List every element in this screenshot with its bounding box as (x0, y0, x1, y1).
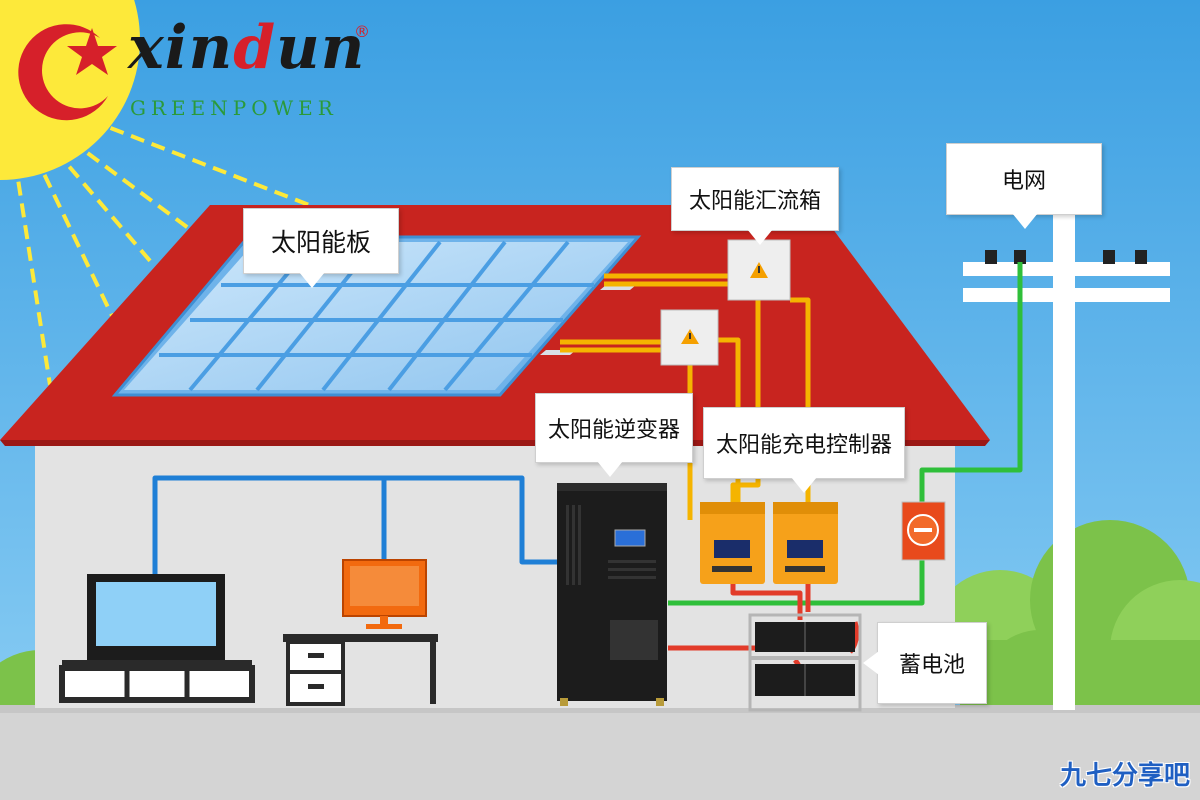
label-inverter-text: 太阳能逆变器 (547, 418, 680, 443)
label-battery-text: 蓄电池 (898, 653, 965, 678)
label-combiner-box-text: 太阳能汇流箱 (688, 189, 821, 214)
inverter-cabinet (557, 483, 667, 706)
battery-bank (748, 613, 862, 712)
label-grid: 电网 (946, 143, 1102, 215)
label-combiner-box: 太阳能汇流箱 (671, 167, 839, 231)
grid-wiring (668, 262, 1023, 606)
label-grid-text: 电网 (1001, 169, 1046, 194)
registered-mark: ® (354, 22, 370, 41)
brand-name-accent: d (233, 13, 277, 83)
ac-wiring (152, 475, 557, 575)
charge-controller-left (700, 502, 765, 584)
label-solar-panel: 太阳能板 (243, 208, 399, 274)
charge-controller-right (773, 502, 838, 584)
television (59, 574, 255, 703)
combiner-box-lower (660, 309, 719, 366)
ground (0, 705, 1200, 800)
computer-desk (283, 559, 438, 706)
combiner-box-upper (727, 239, 791, 301)
label-inverter: 太阳能逆变器 (535, 393, 693, 463)
solar-panel (111, 235, 642, 397)
label-battery: 蓄电池 (877, 622, 987, 704)
brand-name: xindun (128, 13, 366, 83)
utility-pole (963, 215, 1170, 710)
electric-meter (901, 501, 946, 561)
watermark: 九七分享吧 (1059, 761, 1190, 791)
label-charge-controller: 太阳能充电控制器 (703, 407, 905, 479)
label-charge-controller-text: 太阳能充电控制器 (715, 433, 892, 458)
brand-tagline: GREENPOWER (130, 96, 338, 120)
brand-logo-mark (18, 24, 117, 121)
label-solar-panel-text: 太阳能板 (270, 228, 371, 257)
